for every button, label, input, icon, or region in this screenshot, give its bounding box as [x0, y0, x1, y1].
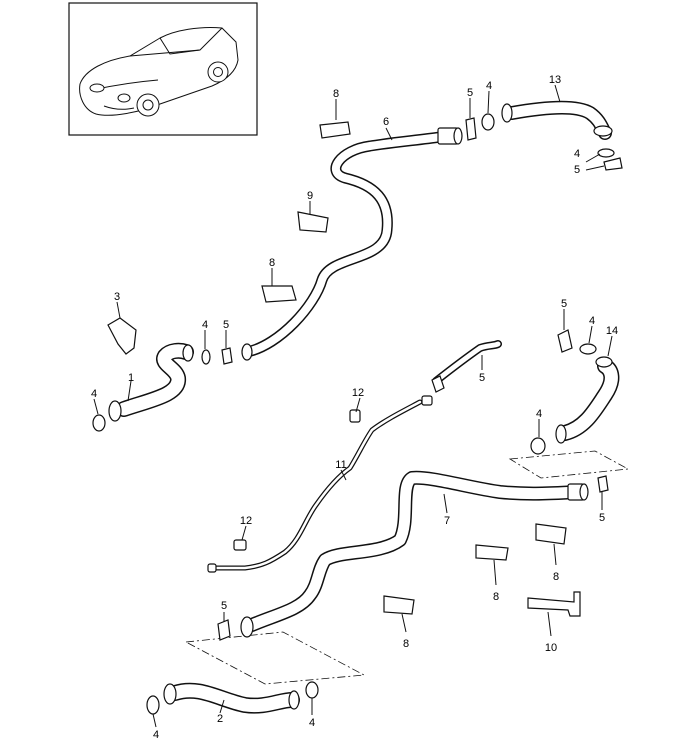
part-label-7: 7: [444, 515, 450, 527]
hose-clamp-8: [383, 595, 415, 615]
assembly-outline-bottom: [184, 631, 366, 685]
leader-lines: [93, 84, 613, 728]
part-label-4: 4: [574, 148, 580, 160]
bracket-3: [107, 317, 137, 355]
o-ring: [530, 437, 546, 455]
part-label-5: 5: [479, 372, 485, 384]
hose-7: [240, 470, 589, 638]
part-label-4: 4: [202, 319, 208, 331]
spring-clip: [465, 117, 477, 141]
part-label-4: 4: [589, 315, 595, 327]
part-label-14: 14: [606, 325, 618, 337]
part-label-4: 4: [91, 388, 97, 400]
part-label-5: 5: [574, 164, 580, 176]
assembly-outline-right: [508, 450, 630, 479]
part-label-5: 5: [599, 512, 605, 524]
part-label-4: 4: [536, 408, 542, 420]
hose-clamp-8: [475, 544, 509, 561]
o-ring: [146, 695, 160, 715]
hose-2: [163, 682, 300, 714]
o-ring: [201, 349, 211, 365]
part-label-8: 8: [403, 638, 409, 650]
spring-clip: [557, 329, 573, 353]
bracket-10: [527, 591, 581, 617]
spring-clip: [603, 157, 623, 171]
hose-13: [501, 100, 613, 140]
hose-small-center: [432, 340, 502, 385]
part-label-5: 5: [561, 298, 567, 310]
part-label-8: 8: [269, 257, 275, 269]
part-label-8: 8: [493, 591, 499, 603]
spring-clip: [217, 619, 231, 641]
part-label-10: 10: [545, 642, 557, 654]
o-ring: [579, 343, 597, 355]
o-ring: [305, 681, 319, 699]
part-label-13: 13: [549, 74, 561, 86]
part-labels: 1 2 3 4 4 4 4 4 4 4 4 5 5 5 5 5 5 5 6 7 …: [91, 74, 618, 741]
spring-clip: [221, 347, 233, 365]
o-ring: [597, 148, 615, 158]
o-ring: [92, 414, 106, 432]
hose-14: [555, 356, 620, 444]
part-label-8: 8: [553, 571, 559, 583]
hose-clamp-8: [261, 285, 297, 303]
hose-clamp-9: [297, 211, 329, 233]
part-label-12: 12: [352, 387, 364, 399]
part-label-4: 4: [153, 729, 159, 741]
spring-clip: [431, 375, 445, 393]
clip-12: [349, 409, 361, 423]
part-label-5: 5: [467, 87, 473, 99]
part-label-5: 5: [223, 319, 229, 331]
part-label-12: 12: [240, 515, 252, 527]
spring-clip: [597, 475, 609, 493]
hose-clamp-8: [535, 523, 567, 545]
clip-12: [233, 539, 247, 551]
part-label-2: 2: [217, 713, 223, 725]
o-ring: [481, 113, 495, 131]
part-label-4: 4: [309, 717, 315, 729]
hose-1: [108, 342, 194, 422]
part-label-4: 4: [486, 80, 492, 92]
clamps-and-seals: [92, 113, 623, 715]
part-label-8: 8: [333, 88, 339, 100]
part-label-11: 11: [335, 459, 346, 471]
part-label-3: 3: [114, 291, 120, 303]
part-label-1: 1: [128, 372, 134, 384]
part-label-6: 6: [383, 116, 389, 128]
hose-clamp-8: [319, 121, 351, 139]
vehicle-thumbnail: [68, 2, 258, 136]
part-label-9: 9: [307, 190, 313, 202]
part-label-5: 5: [221, 600, 227, 612]
pipe-11: [207, 395, 433, 573]
car-icon: [79, 27, 239, 117]
hose-6: [241, 127, 463, 361]
